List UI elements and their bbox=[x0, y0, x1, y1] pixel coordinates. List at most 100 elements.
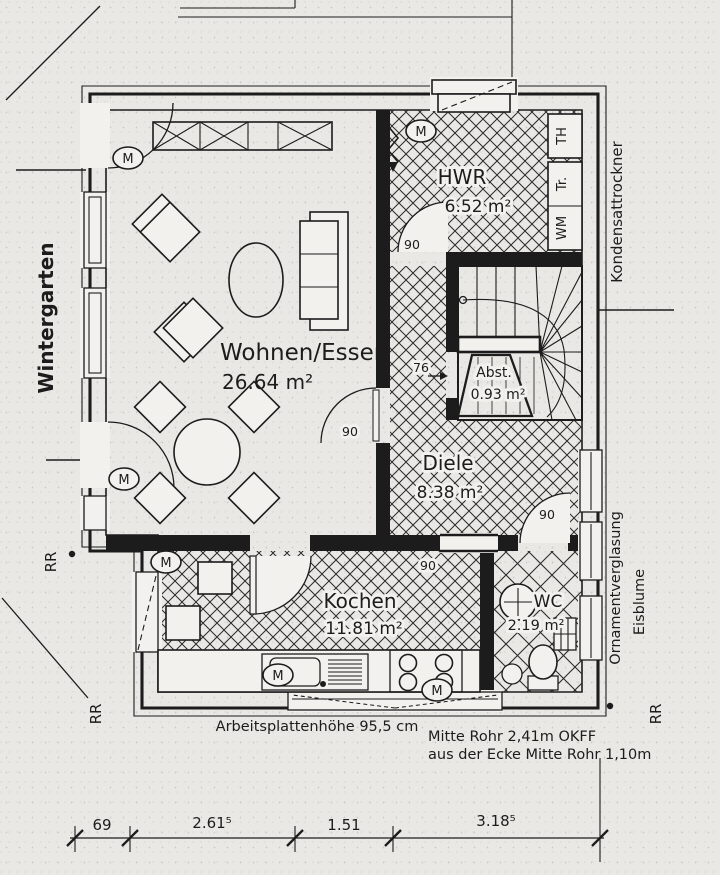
door-opening bbox=[80, 103, 110, 168]
diele-floor bbox=[390, 266, 582, 535]
site-boundary-lines bbox=[1, 0, 674, 710]
staircase bbox=[428, 265, 583, 421]
living-furniture bbox=[131, 121, 349, 525]
door-swing-arc bbox=[320, 387, 377, 444]
room-label-kochen-name: Kochen bbox=[323, 589, 396, 613]
meter-symbol: M bbox=[112, 146, 144, 170]
entrance-door bbox=[430, 77, 518, 113]
stair-landing-wall bbox=[456, 335, 542, 354]
label-ornamentverglasung: Ornamentverglasung bbox=[608, 511, 624, 665]
svg-text:M: M bbox=[415, 125, 426, 140]
window-left-1 bbox=[80, 191, 110, 269]
door-width-kochen: 90 bbox=[420, 558, 436, 573]
kitchen-fixtures bbox=[157, 561, 481, 693]
meter-symbol: M bbox=[108, 467, 140, 491]
meter-symbols: M M M M M M bbox=[108, 119, 453, 702]
svg-text:M: M bbox=[160, 556, 171, 571]
abst-enclosure bbox=[456, 353, 534, 418]
window-left-3 bbox=[80, 495, 110, 531]
door-swing-area bbox=[520, 493, 570, 543]
wc-toilet bbox=[501, 644, 559, 691]
room-label-kochen-area: 11.81 m² bbox=[325, 619, 402, 639]
boiler-box bbox=[547, 113, 583, 159]
svg-text:M: M bbox=[122, 152, 133, 167]
interior-walls bbox=[106, 110, 582, 692]
meter-symbol: M bbox=[150, 550, 182, 574]
door-opening bbox=[80, 422, 110, 488]
room-label-abst-name: Abst. bbox=[476, 365, 512, 381]
wc-sink bbox=[499, 583, 537, 621]
door-width-abst: 76 bbox=[413, 360, 429, 375]
dimension-69: 69 bbox=[92, 816, 111, 834]
dining-table bbox=[173, 418, 241, 486]
wc-radiator bbox=[553, 617, 577, 651]
door-opening bbox=[440, 533, 498, 553]
door-swing-arc bbox=[107, 421, 175, 489]
kitchen-furniture bbox=[197, 561, 233, 595]
windows bbox=[80, 191, 604, 712]
dining-set bbox=[133, 380, 281, 525]
room-label-hwr-area: 6.52 m² bbox=[445, 197, 512, 217]
window-left-2 bbox=[80, 287, 110, 379]
marker-dot bbox=[606, 702, 614, 710]
stair-walkline bbox=[462, 298, 566, 418]
coffee-table bbox=[228, 242, 284, 318]
label-rr-left: RR bbox=[42, 552, 60, 573]
door-width-labels: 90 90 90 90 76 bbox=[339, 234, 558, 576]
window-kitchen-left bbox=[132, 571, 162, 653]
window-right-1 bbox=[578, 449, 604, 513]
door-width-hwr: 90 bbox=[404, 237, 420, 252]
door-swing-area bbox=[253, 556, 311, 614]
dimension-chain: 69 2.61⁵ 1.51 3.18⁵ bbox=[66, 758, 609, 862]
door-threshold bbox=[440, 533, 498, 553]
dimension-2615: 2.61⁵ bbox=[192, 814, 231, 832]
annotation-pipe-2: aus der Ecke Mitte Rohr 1,10m bbox=[428, 747, 651, 763]
side-labels: Wintergarten Kondensattrockner Ornamentv… bbox=[34, 140, 665, 724]
door-swing-arc bbox=[252, 555, 312, 615]
window-right-3 bbox=[578, 595, 604, 661]
room-labels: Wohnen/Essen 26.64 m² HWR 6.52 m² Diele … bbox=[220, 162, 567, 642]
hwr-appliances: TH Tr. WM bbox=[386, 113, 583, 251]
window-kitchen-bottom bbox=[287, 690, 503, 712]
dimension-151: 1.51 bbox=[327, 816, 360, 834]
armchair bbox=[153, 297, 224, 363]
svg-text:M: M bbox=[118, 473, 129, 488]
door-width-wohnen-diele: 90 bbox=[342, 424, 358, 439]
room-label-hwr-name: HWR bbox=[438, 165, 487, 189]
appliance-label-th: TH bbox=[555, 127, 570, 146]
door-width-wc: 90 bbox=[539, 507, 555, 522]
annotation-pipe-1: Mitte Rohr 2,41m OKFF bbox=[428, 729, 596, 745]
meter-symbol: M bbox=[405, 119, 437, 143]
label-wintergarten: Wintergarten bbox=[34, 242, 58, 393]
room-label-wohnen-name: Wohnen/Essen bbox=[220, 340, 388, 366]
annotation-worktop: Arbeitsplattenhöhe 95,5 cm bbox=[216, 719, 419, 735]
meter-symbol: M bbox=[262, 663, 294, 687]
door-swing-area bbox=[398, 202, 448, 252]
wc-fixtures bbox=[499, 583, 577, 691]
doors bbox=[80, 77, 571, 615]
sideboard bbox=[152, 121, 333, 151]
kitchen-furniture bbox=[165, 605, 201, 641]
dimension-3185: 3.18⁵ bbox=[476, 812, 515, 830]
room-label-diele-name: Diele bbox=[422, 451, 473, 475]
svg-text:M: M bbox=[431, 684, 442, 699]
label-eisblume: Eisblume bbox=[632, 569, 648, 635]
label-rr-bottom-right: RR bbox=[647, 704, 665, 725]
sofa bbox=[299, 211, 349, 331]
marker-dot bbox=[68, 550, 76, 558]
label-rr-bottom-left: RR bbox=[87, 704, 105, 725]
room-label-abst-area: 0.93 m² bbox=[471, 387, 526, 403]
drain-symbol bbox=[386, 125, 400, 163]
room-label-wc-name: WC bbox=[534, 592, 563, 612]
door-swing-arc bbox=[397, 201, 449, 253]
meter-symbol: M bbox=[421, 678, 453, 702]
appliance-label-wm: WM bbox=[555, 216, 570, 240]
door-leaf bbox=[249, 555, 257, 615]
room-label-wc-area: 2.19 m² bbox=[508, 618, 565, 634]
window-right-2 bbox=[578, 521, 604, 581]
door-swing-arc bbox=[519, 492, 571, 544]
appliance-label-tr: Tr. bbox=[555, 177, 570, 192]
annotations: Arbeitsplattenhöhe 95,5 cm Mitte Rohr 2,… bbox=[216, 719, 652, 763]
room-label-diele-area: 8.38 m² bbox=[417, 483, 484, 503]
